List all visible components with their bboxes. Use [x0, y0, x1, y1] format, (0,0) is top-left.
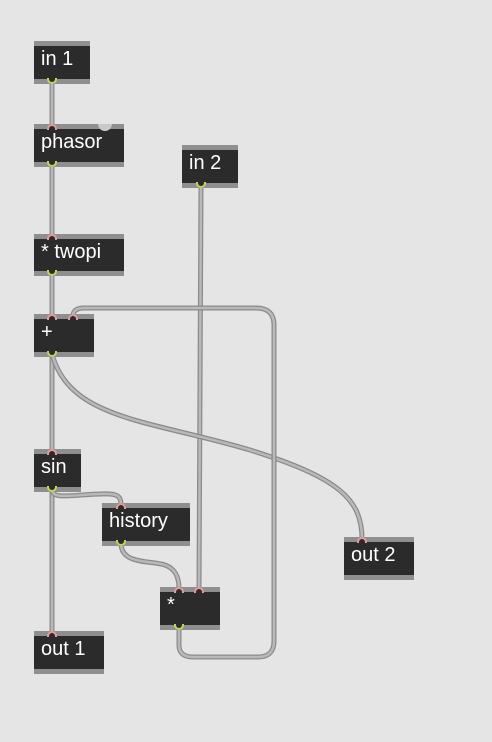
outlet[interactable]: [47, 351, 57, 357]
object-label: out 1: [41, 638, 86, 660]
inlet-left[interactable]: [47, 314, 57, 320]
inlet[interactable]: [47, 124, 57, 130]
cord-history-to-mult[interactable]: [118, 540, 182, 592]
object-history[interactable]: history: [102, 503, 190, 546]
inlet[interactable]: [116, 503, 126, 509]
outlet[interactable]: [47, 486, 57, 492]
object-times-twopi[interactable]: * twopi: [34, 234, 124, 276]
inlet-left[interactable]: [174, 587, 184, 593]
object-sin[interactable]: sin: [34, 449, 81, 492]
cord-in2-to-mult[interactable]: [196, 181, 204, 592]
object-out-1[interactable]: out 1: [34, 631, 104, 674]
object-label: phasor: [41, 131, 103, 153]
outlet[interactable]: [47, 78, 57, 84]
inlet-right[interactable]: [68, 314, 78, 320]
object-label: out 2: [351, 544, 396, 566]
outlet[interactable]: [174, 624, 184, 630]
cord-plus-to-out2[interactable]: [49, 351, 365, 542]
outlet[interactable]: [116, 540, 126, 546]
object-label: history: [109, 510, 168, 532]
inlet[interactable]: [47, 234, 57, 240]
object-label: in 1: [41, 48, 74, 70]
inlet[interactable]: [47, 449, 57, 455]
inlet-knob[interactable]: [98, 124, 112, 131]
inlet[interactable]: [357, 537, 367, 543]
inlet-right[interactable]: [194, 587, 204, 593]
object-label: * twopi: [41, 241, 102, 263]
object-in-2[interactable]: in 2: [182, 145, 238, 188]
object-in-1[interactable]: in 1: [34, 41, 90, 84]
outlet[interactable]: [47, 161, 57, 167]
outlet[interactable]: [47, 270, 57, 276]
object-label: +: [41, 321, 53, 343]
inlet[interactable]: [47, 631, 57, 637]
object-phasor[interactable]: phasor: [34, 124, 124, 167]
object-plus[interactable]: +: [34, 314, 94, 357]
object-out-2[interactable]: out 2: [344, 537, 414, 580]
object-label: in 2: [189, 152, 222, 174]
outlet[interactable]: [196, 182, 206, 188]
object-label: sin: [41, 456, 67, 478]
object-multiply[interactable]: *: [160, 587, 220, 630]
object-label: *: [167, 594, 175, 616]
